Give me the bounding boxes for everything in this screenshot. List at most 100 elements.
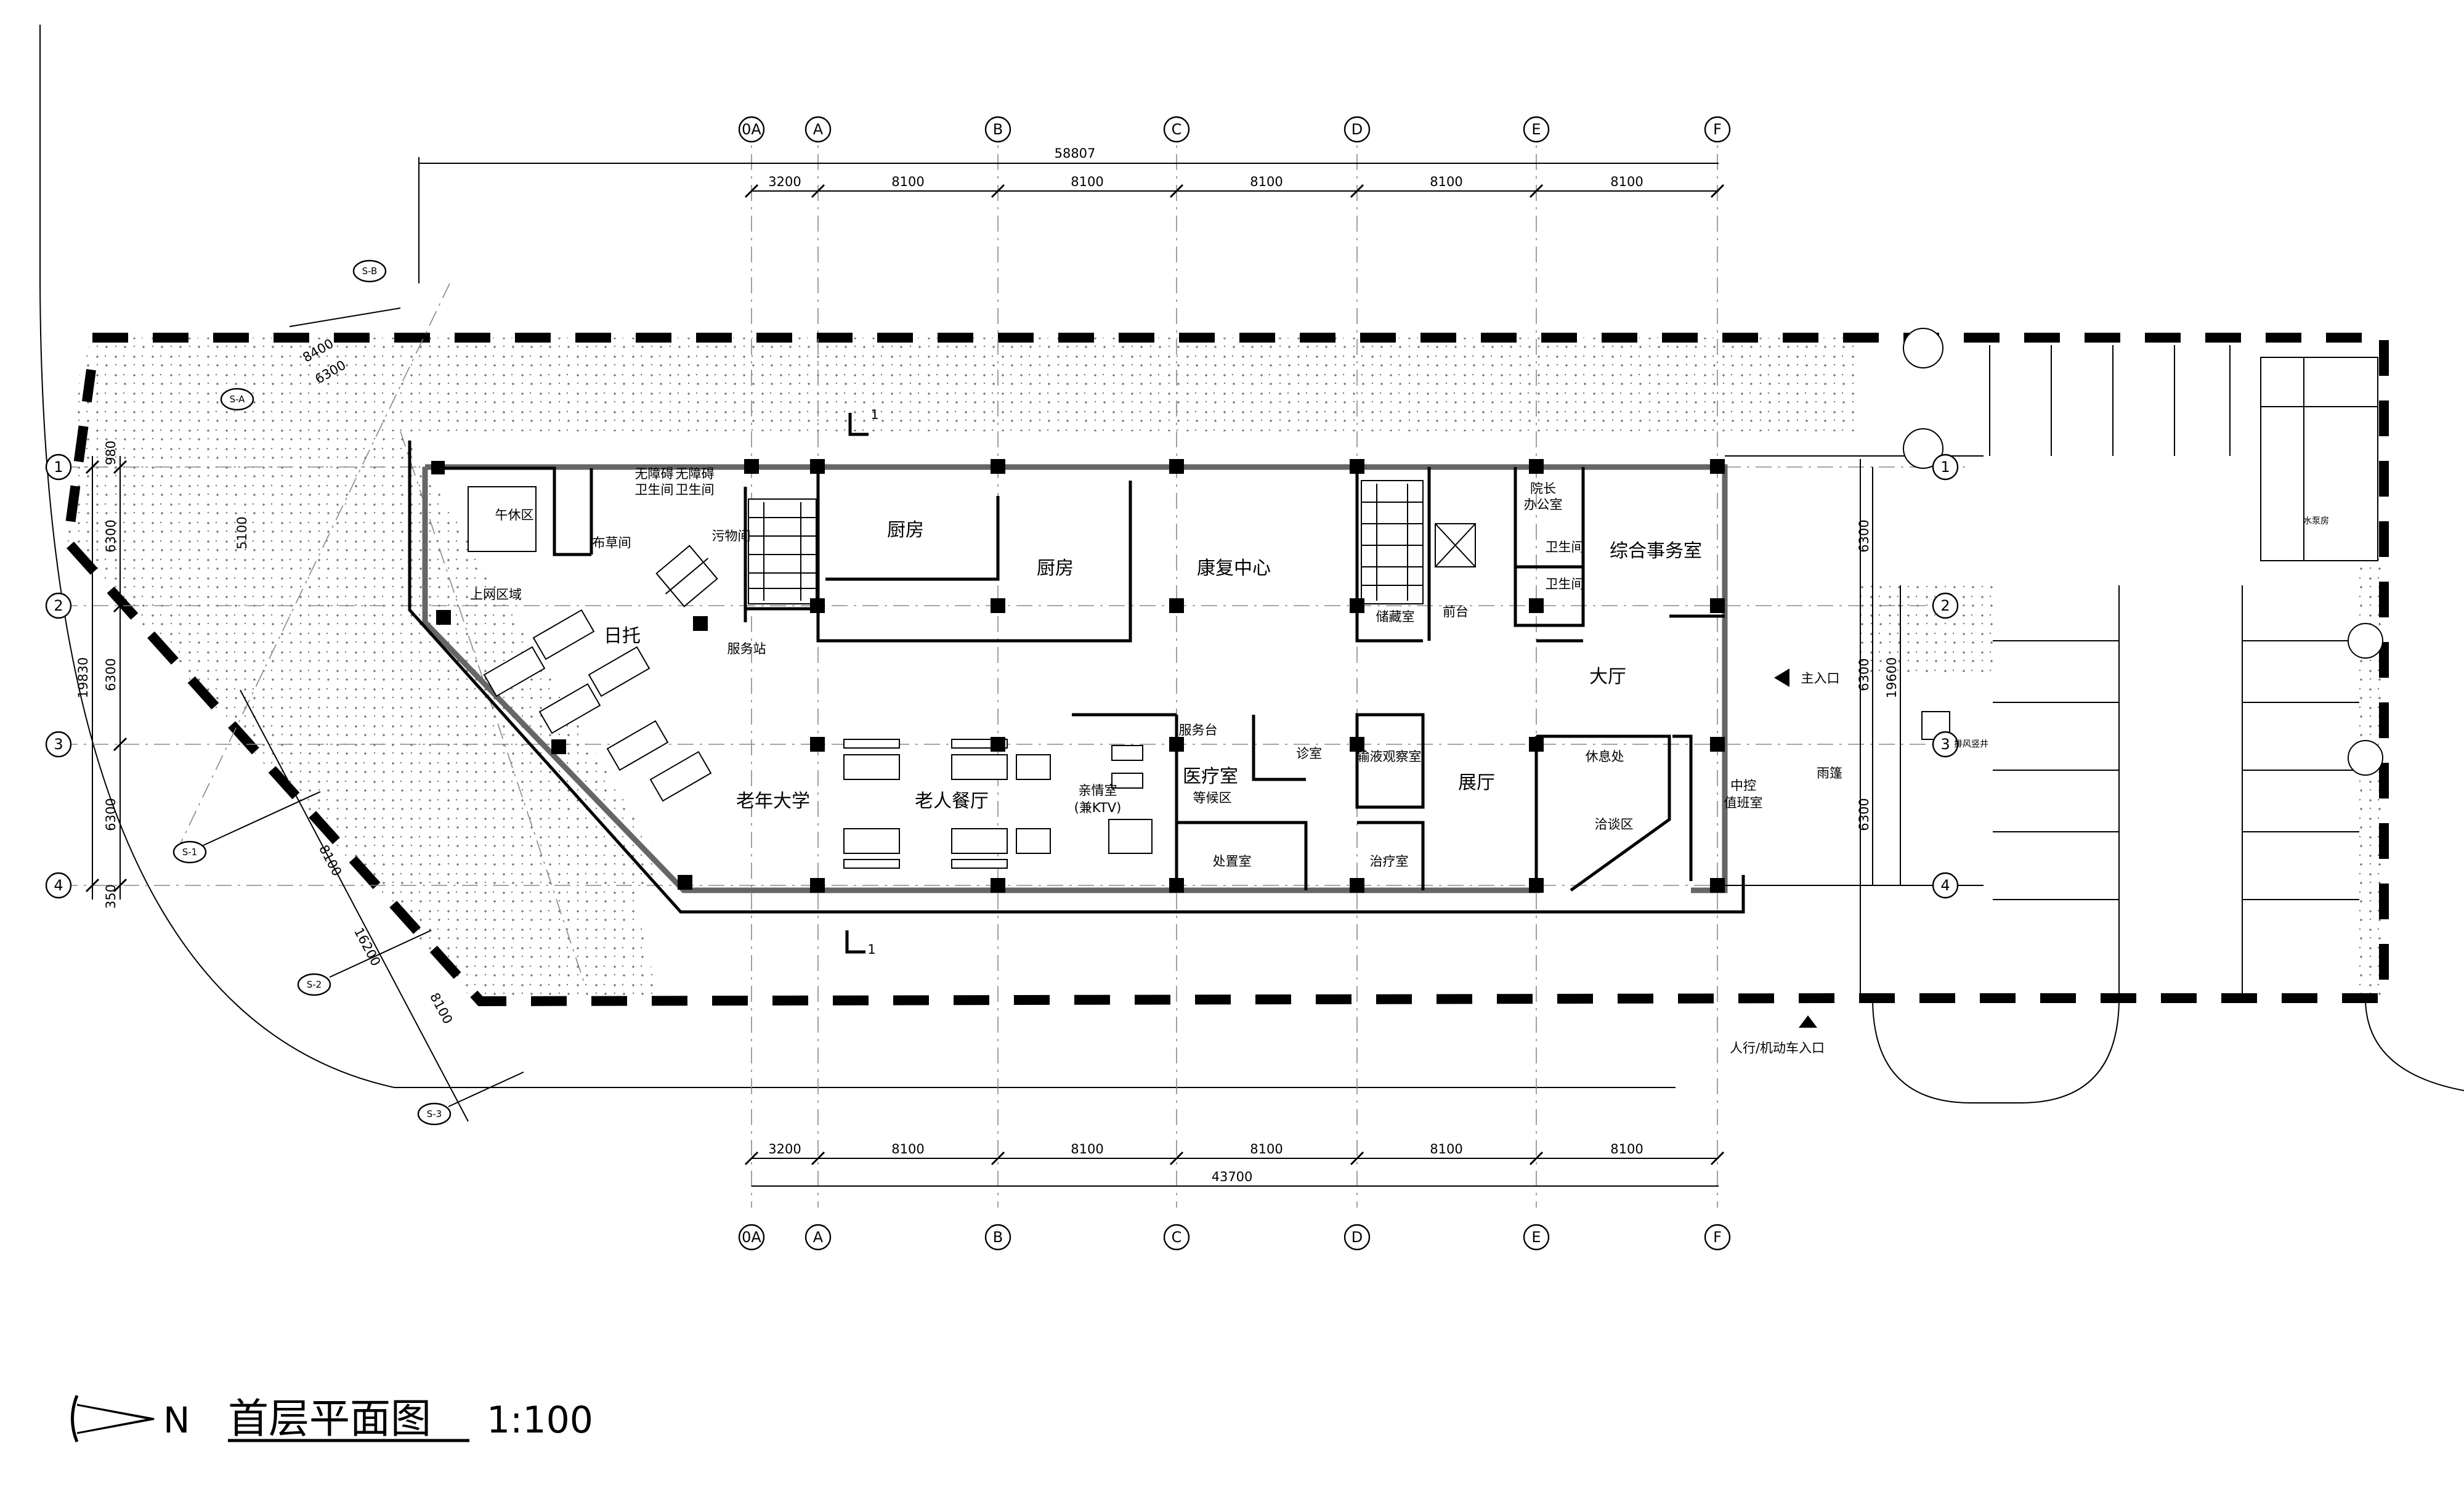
daycare-tables	[468, 486, 712, 802]
elevator	[655, 545, 718, 608]
axis-label: 0A	[742, 1229, 761, 1246]
room-label: 水泵房	[2303, 516, 2329, 526]
room-label: 厨房	[887, 519, 924, 541]
axis-label: 4	[54, 877, 63, 894]
room-label: 诊室	[1296, 746, 1322, 761]
room-label: 前台	[1443, 604, 1469, 619]
skew-span-dim: 16200	[351, 925, 384, 969]
room-label: 处置室	[1213, 854, 1252, 869]
left-span-dim: 980	[103, 441, 118, 465]
pedestrian-entry-arrow	[1799, 1015, 1817, 1028]
north-label: N	[163, 1399, 190, 1441]
axis-label: 3	[1940, 736, 1950, 753]
left-span-dim: 6300	[103, 658, 118, 691]
room-label: 院长	[1530, 481, 1556, 496]
room-label: 上网区域	[470, 587, 522, 602]
bottom-total-dim: 43700	[1212, 1169, 1253, 1184]
room-labels: 厨房 厨房 康复中心 综合事务室 院长 办公室 卫生间 卫生间 无障碍 卫生间 …	[470, 466, 2329, 1055]
column-axis-bubbles-bottom: 0A A B C D E F	[738, 1224, 1731, 1251]
room-label: 布草间	[593, 535, 631, 550]
bottom-span-dim: 8100	[1071, 1142, 1103, 1156]
grid-lines	[62, 123, 1971, 1208]
interior-walls	[431, 466, 1725, 892]
stair-block	[1361, 480, 1424, 604]
dining-tables	[843, 739, 1051, 869]
room-label: 卫生间	[676, 482, 715, 497]
axis-label: B	[993, 121, 1003, 138]
room-label: 老人餐厅	[915, 791, 989, 812]
top-span-dim: 8100	[891, 174, 924, 189]
axis-label: 4	[1940, 877, 1950, 894]
room-label: 服务站	[727, 641, 766, 656]
top-span-dim: 8100	[1250, 174, 1283, 189]
room-label: 大厅	[1589, 666, 1626, 688]
room-label: 医疗室	[1183, 766, 1238, 787]
axis-label: 3	[54, 736, 63, 753]
section-mark: 1 1	[845, 407, 879, 957]
room-label: 展厅	[1458, 772, 1495, 794]
room-label: 康复中心	[1197, 558, 1271, 579]
axis-label: S-2	[307, 979, 322, 990]
room-label: 卫生间	[1546, 577, 1584, 591]
title-block: N 首层平面图 1:100	[71, 1395, 593, 1442]
skew-span-dim: 8100	[427, 990, 455, 1026]
room-label: 污物间	[712, 529, 751, 543]
right-span-dim: 6300	[1857, 798, 1871, 831]
landscape-strip-far-right	[2359, 342, 2384, 998]
section-number: 1	[870, 407, 878, 422]
room-label: 无障碍	[676, 466, 715, 481]
top-span-dim: 3200	[768, 174, 801, 189]
axis-label: 1	[54, 458, 63, 476]
room-label: 治疗室	[1370, 854, 1409, 869]
building-walls	[408, 441, 1984, 914]
room-label: 老年大学	[736, 791, 810, 812]
top-span-dim: 8100	[1610, 174, 1643, 189]
room-label: 日托	[604, 625, 641, 647]
right-dimension-chain: 6300 6300 6300 19600	[1857, 467, 1901, 885]
room-label: 值班室	[1724, 795, 1763, 810]
room-label: 厨房	[1037, 558, 1074, 579]
column-axis-bubbles-top: 0A A B C D E F	[738, 116, 1731, 143]
axis-label: S-B	[362, 266, 378, 277]
left-span-dim: 350	[103, 884, 118, 909]
landscape-strip-right	[1854, 585, 1993, 678]
top-dimension-chain: 58807 3200 8100 8100 8100 8100 8100	[418, 146, 1725, 283]
axis-label: B	[993, 1229, 1003, 1246]
elevator	[1435, 523, 1476, 567]
room-label: 服务台	[1179, 723, 1218, 738]
axis-label: E	[1531, 1229, 1541, 1246]
room-label: 亲情室	[1079, 783, 1117, 798]
axis-label: D	[1352, 121, 1363, 138]
row-axis-bubbles-right: 1 2 3 4	[1932, 453, 1959, 899]
stair-block	[748, 498, 817, 604]
bottom-dimension-chain: 3200 8100 8100 8100 8100 8100 43700	[744, 1142, 1725, 1187]
skew-axis-bubbles: S-B S-A S-1 S-2 S-3	[172, 259, 524, 1126]
bottom-span-dim: 8100	[1610, 1142, 1643, 1156]
top-span-dim: 8100	[1430, 174, 1462, 189]
room-label: 人行/机动车入口	[1730, 1041, 1825, 1055]
drawing-scale: 1:100	[487, 1399, 593, 1442]
right-span-dim: 6300	[1857, 658, 1871, 691]
room-label: 办公室	[1524, 497, 1563, 512]
bottom-span-dim: 3200	[768, 1142, 801, 1156]
drawing-title: 首层平面图	[228, 1395, 431, 1442]
room-label: 洽谈区	[1595, 817, 1634, 832]
room-label: 等候区	[1193, 791, 1232, 805]
bottom-span-dim: 8100	[1430, 1142, 1462, 1156]
axis-label: C	[1172, 121, 1182, 138]
left-span-dim: 6300	[103, 519, 118, 552]
bottom-span-dim: 8100	[1250, 1142, 1283, 1156]
axis-label: S-A	[230, 394, 246, 405]
axis-label: 2	[54, 597, 63, 614]
left-total-dim: 19830	[76, 657, 91, 699]
axis-label: S-3	[427, 1108, 442, 1120]
room-label: 卫生间	[635, 482, 674, 497]
left-span-dim: 6300	[103, 798, 118, 831]
axis-label: 0A	[742, 121, 761, 138]
room-label: 雨篷	[1817, 766, 1842, 781]
top-total-dim: 58807	[1055, 146, 1096, 161]
room-label: 输液观察室	[1357, 749, 1422, 764]
family-room-furniture	[1108, 745, 1153, 854]
axis-label: D	[1352, 1229, 1363, 1246]
